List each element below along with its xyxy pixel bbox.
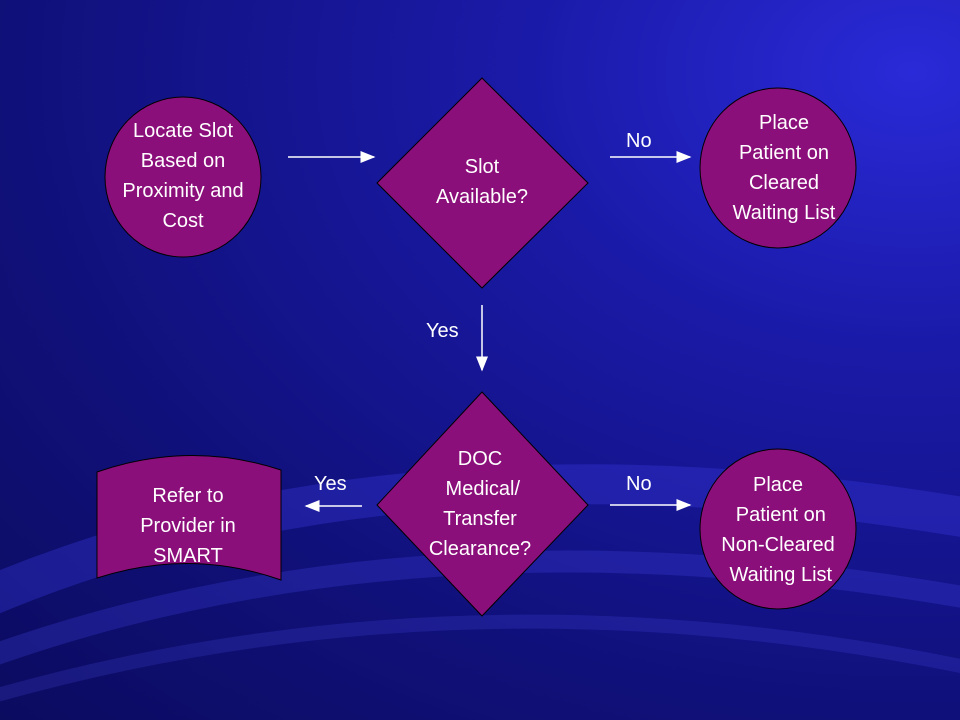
refer-provider-label: Refer to Provider in SMART: [140, 485, 236, 567]
cleared-list-node: [699, 87, 857, 249]
locate-slot-label: Locate Slot Based on Proximity and Cost: [122, 120, 244, 232]
doc-clearance-decision: [376, 391, 589, 617]
slot-no-label: No: [626, 130, 652, 152]
refer-provider-document: [96, 455, 282, 581]
non-cleared-list-label: Place Patient on Non-Cleared Waiting Lis…: [721, 474, 835, 586]
cleared-list-label: Place Patient on Cleared Waiting List: [732, 112, 836, 224]
doc-clearance-label: DOC Medical/ Transfer Clearance?: [428, 448, 532, 560]
slot-available-decision: [376, 77, 589, 289]
doc-no-label: No: [626, 473, 652, 495]
locate-slot-node: [104, 96, 262, 258]
non-cleared-list-node: [699, 448, 857, 610]
slot-yes-label: Yes: [426, 320, 459, 342]
slot-available-label: Slot Available?: [436, 156, 528, 208]
doc-yes-label: Yes: [314, 473, 347, 495]
